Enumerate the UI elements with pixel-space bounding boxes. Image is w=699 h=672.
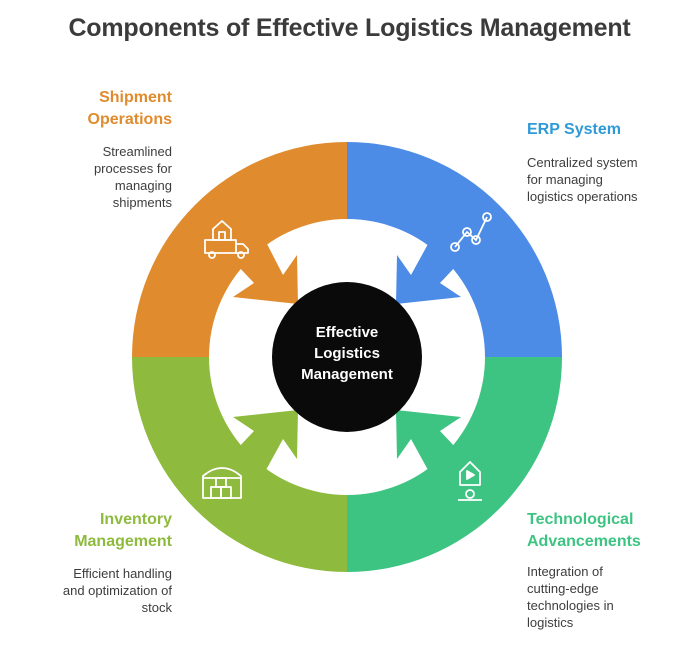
technological-advancements-title: Technological Advancements (527, 511, 641, 550)
erp-system-description: Centralized system for managing logistic… (527, 155, 638, 204)
inventory-management-title: Inventory Management (74, 511, 172, 550)
center-circle (272, 282, 422, 432)
page-title: Components of Effective Logistics Manage… (68, 14, 631, 42)
shipment-operations-title: Shipment Operations (87, 89, 172, 128)
warehouse-icon (202, 467, 242, 499)
inventory-management-description: Efficient handling and optimization of s… (62, 566, 172, 615)
arrow-shipment (220, 244, 298, 304)
center-label-line-1: Effective (315, 324, 379, 341)
smart-home-icon (458, 461, 482, 501)
line-chart-icon (450, 212, 492, 252)
arrow-erp (396, 244, 474, 304)
center-label-line-2: Logistics (314, 345, 380, 362)
technological-advancements-description: Integration of cutting-edge technologies… (527, 564, 614, 630)
erp-system-title: ERP System (527, 121, 621, 138)
shipment-operations-description: Streamlined processes for managing shipm… (93, 144, 172, 210)
arrow-inventory (220, 410, 298, 470)
center-label-line-3: Management (301, 366, 393, 383)
delivery-truck-icon (204, 220, 249, 259)
center-label: Effective Logistics Management (272, 322, 422, 385)
arrow-technology (396, 410, 474, 470)
